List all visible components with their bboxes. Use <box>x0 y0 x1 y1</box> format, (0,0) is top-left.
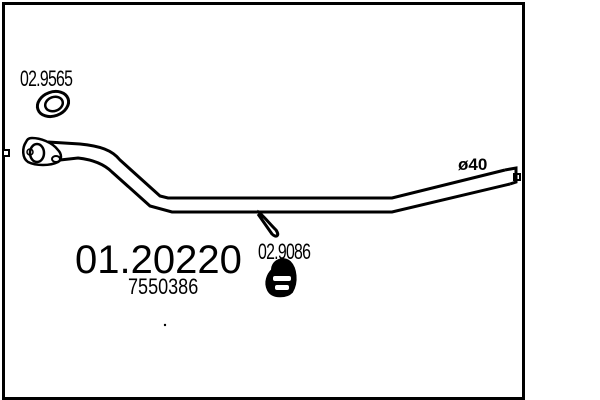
main-part-number: 01.20220 <box>75 238 242 282</box>
gasket-part-number: 02.9565 <box>20 66 73 91</box>
hanger-bracket-icon <box>256 209 280 238</box>
drawing-frame <box>2 2 525 400</box>
oem-number: 7550386 <box>128 274 199 299</box>
pipe-upper-edge <box>47 140 506 200</box>
pipe-diameter-label: ø40 <box>458 155 488 174</box>
rubber-mount-icon <box>265 258 297 298</box>
mount-part-number: 02.9086 <box>258 239 311 264</box>
left-connection-marker-icon <box>2 149 10 157</box>
pipe-lower-edge <box>59 156 511 214</box>
pipe-end-cap <box>504 166 518 186</box>
flange-icon <box>22 136 63 167</box>
gasket-ring-icon <box>35 89 71 119</box>
reference-dot <box>163 323 167 327</box>
